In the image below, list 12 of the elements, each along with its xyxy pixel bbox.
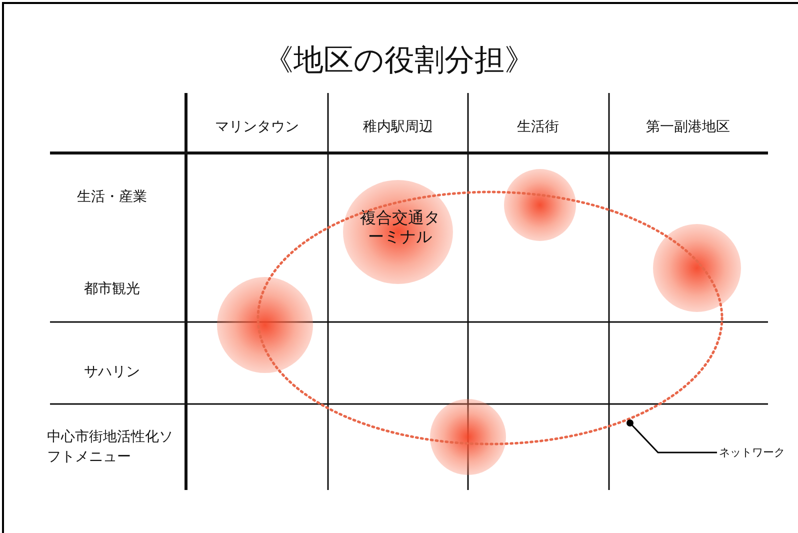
- title: 《地区の役割分担》: [262, 42, 536, 80]
- row-header: 生活・産業: [77, 188, 147, 206]
- column-header: マリンタウン: [215, 118, 299, 136]
- node-label: 複合交通ターミナル: [359, 208, 441, 246]
- row-header: 中心市街地活性化ソフトメニュー: [47, 428, 174, 467]
- callout-label: ネットワーク: [719, 444, 785, 460]
- column-header: 生活街: [517, 118, 559, 136]
- row-header: 都市観光: [84, 280, 140, 298]
- column-header: 稚内駅周辺: [363, 118, 433, 136]
- leader-line: [626, 420, 717, 454]
- row-header: サハリン: [84, 363, 140, 381]
- column-header: 第一副港地区: [646, 118, 730, 136]
